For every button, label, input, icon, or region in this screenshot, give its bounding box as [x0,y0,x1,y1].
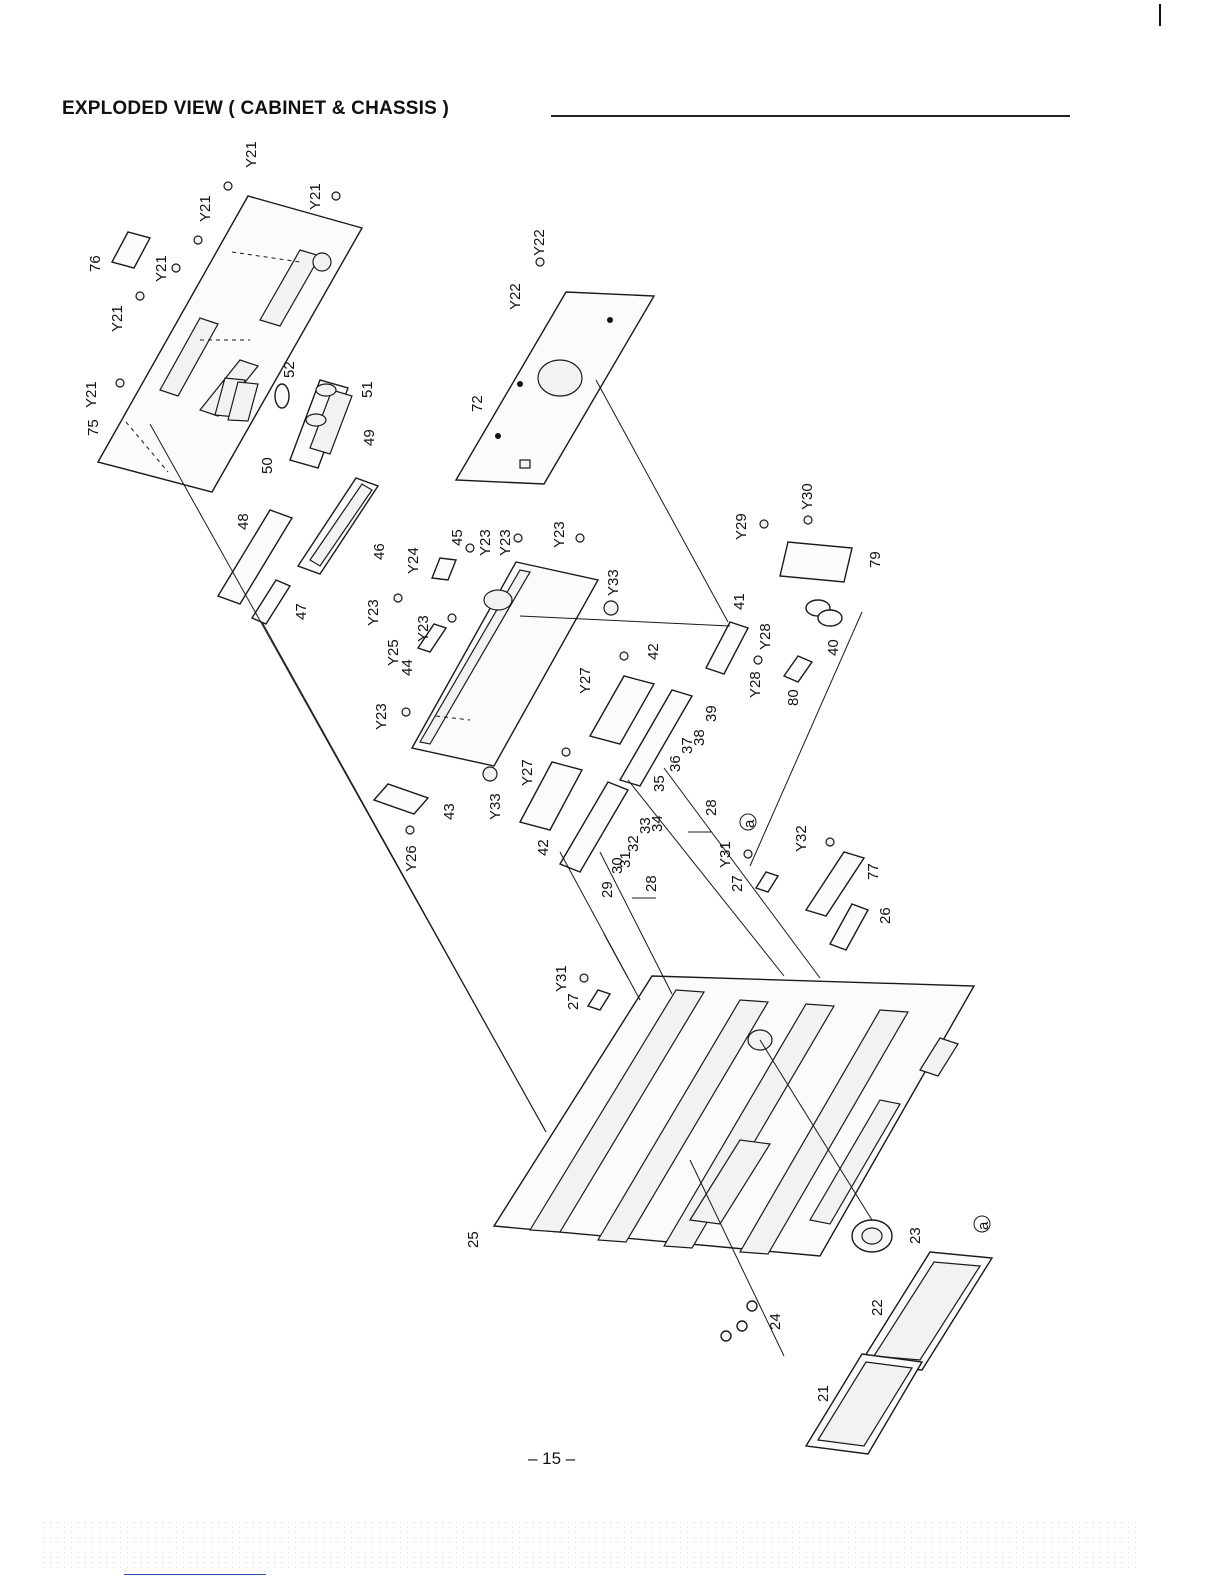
label-76: 76 [87,255,104,272]
connector-52 [275,384,289,408]
bracket-41 [706,622,748,674]
label-40: 40 [825,639,842,656]
label-y21: Y21 [197,195,214,222]
label-a: a [741,819,758,828]
label-37: 37 [679,737,696,754]
label-25: 25 [465,1231,482,1248]
label-y24: Y24 [405,547,422,574]
label-y21: Y21 [109,305,126,332]
label-26: 26 [877,907,894,924]
label-y27: Y27 [519,759,536,786]
label-75: 75 [85,419,102,436]
part-45 [432,558,456,580]
label-y21: Y21 [307,183,324,210]
label-21: 21 [815,1385,832,1402]
page-number: – 15 – [528,1449,575,1469]
label-y23: Y23 [415,615,432,642]
label-24: 24 [767,1313,784,1330]
label-77: 77 [865,863,882,880]
label-y33: Y33 [487,793,504,820]
label-23: 23 [907,1227,924,1244]
label-52: 52 [281,361,298,378]
label-y33: Y33 [605,569,622,596]
label-32: 32 [625,835,642,852]
label-39: 39 [703,705,720,722]
label-42: 42 [645,643,662,660]
cassette-door-21 [806,1354,922,1454]
label-y28: Y28 [757,623,774,650]
board-46 [298,478,378,574]
label-33: 33 [637,817,654,834]
label-y23: Y23 [477,529,494,556]
bracket-76 [112,232,150,268]
label-28: 28 [703,799,720,816]
label-28: 28 [643,875,660,892]
label-y22: Y22 [507,283,524,310]
label-30: 30 [609,857,626,874]
label-35: 35 [651,775,668,792]
label-48: 48 [235,513,252,530]
label-46: 46 [371,543,388,560]
label-42: 42 [535,839,552,856]
block-26 [830,904,868,950]
back-panel-72 [456,292,654,484]
board-79 [780,542,852,582]
label-y27: Y27 [577,667,594,694]
label-y23: Y23 [373,703,390,730]
label-49: 49 [361,429,378,446]
scan-noise [40,1520,1140,1570]
bracket-27-left [588,990,610,1010]
label-y21: Y21 [153,255,170,282]
label-y21: Y21 [243,141,260,168]
label-29: 29 [599,881,616,898]
part-43 [374,784,428,814]
label-47: 47 [293,603,310,620]
label-y22: Y22 [531,229,548,256]
label-72: 72 [469,395,486,412]
label-27: 27 [565,993,582,1010]
label-y31: Y31 [553,965,570,992]
speaker-23 [852,1220,892,1252]
label-y29: Y29 [733,513,750,540]
label-50: 50 [259,457,276,474]
label-y23: Y23 [365,599,382,626]
label-y31: Y31 [717,841,734,868]
center-chassis [412,562,598,766]
label-44: 44 [399,659,416,676]
label-y30: Y30 [799,483,816,510]
front-cabinet-25 [494,976,974,1256]
label-y26: Y26 [403,845,420,872]
knob-40 [806,600,842,626]
buttons-24 [721,1301,757,1341]
label-36: 36 [667,755,684,772]
key-80 [784,656,812,682]
label-79: 79 [867,551,884,568]
label-80: 80 [785,689,802,706]
label-43: 43 [441,803,458,820]
label-45: 45 [449,529,466,546]
label-y32: Y32 [793,825,810,852]
label-27: 27 [729,875,746,892]
label-y28: Y28 [747,671,764,698]
label-y21: Y21 [83,381,100,408]
label-y23: Y23 [551,521,568,548]
label-22: 22 [869,1299,886,1316]
label-a: a [975,1221,992,1230]
label-51: 51 [359,381,376,398]
button-board-42-upper [590,676,654,744]
board-48-47 [218,510,292,624]
label-y23: Y23 [497,529,514,556]
label-41: 41 [731,593,748,610]
jack-block-49-51 [290,380,352,468]
scan-blue-mark [124,1574,266,1575]
bracket-27-right [756,872,778,892]
